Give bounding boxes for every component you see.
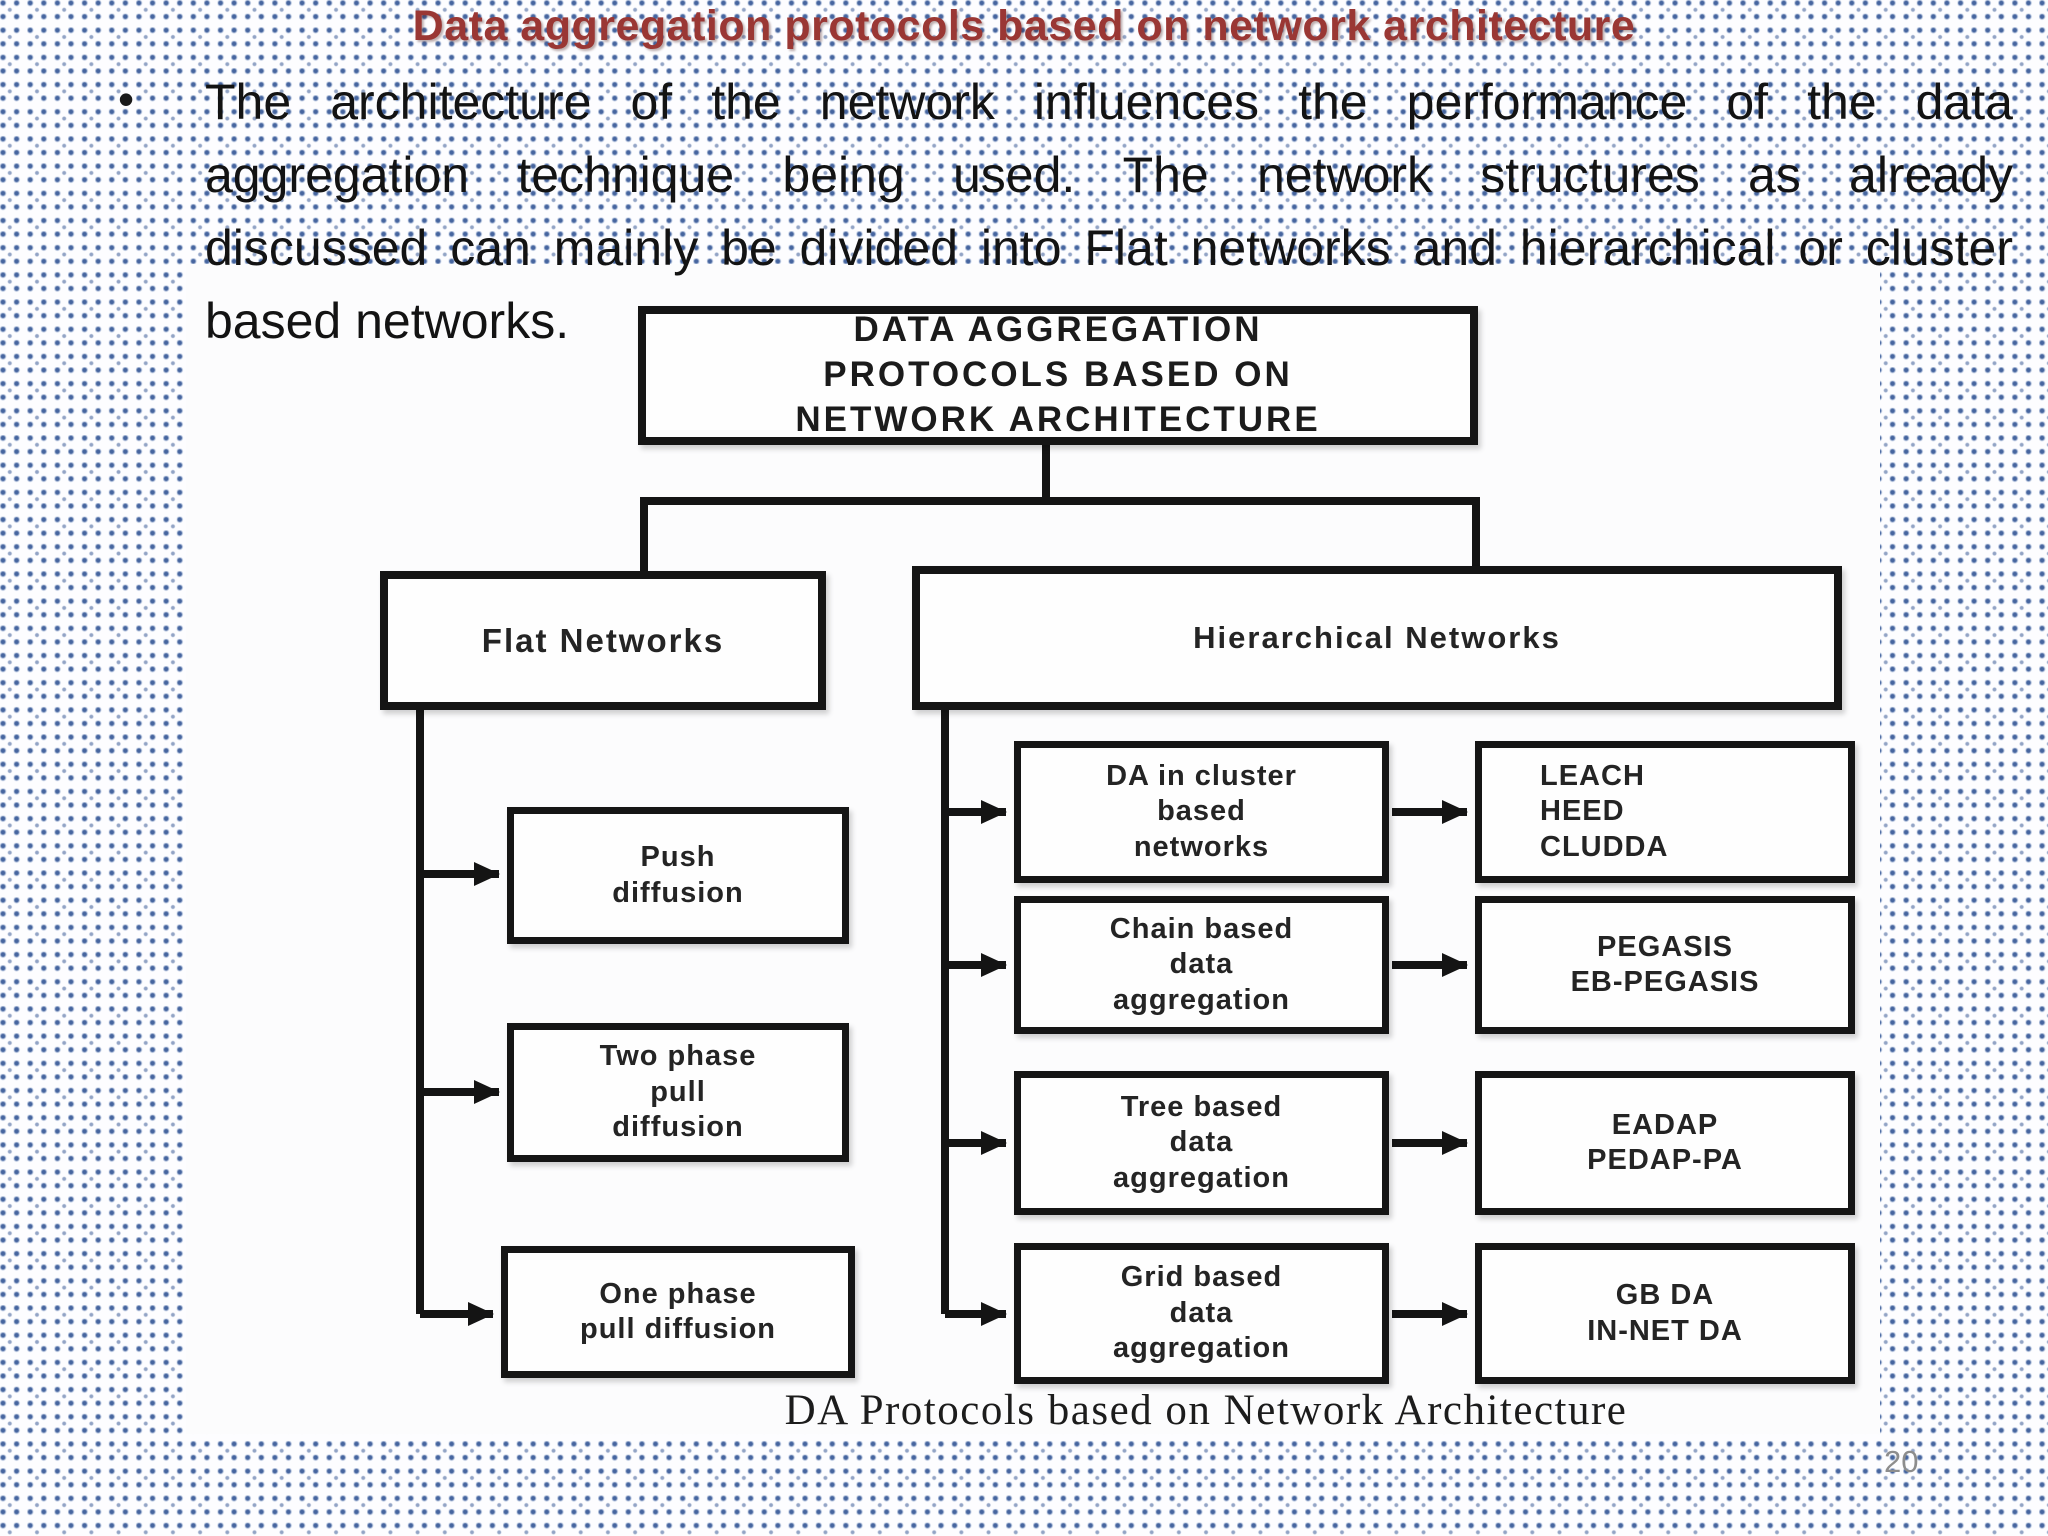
one-phase-pull-diffusion-box: One phase pull diffusion bbox=[501, 1246, 855, 1378]
pegasis-box: PEGASIS EB-PEGASIS bbox=[1475, 896, 1855, 1034]
hierarchical-networks-box: Hierarchical Networks bbox=[912, 566, 1842, 710]
root-box: DATA AGGREGATION PROTOCOLS BASED ON NETW… bbox=[638, 306, 1478, 445]
gbda-innet-box: GB DA IN-NET DA bbox=[1475, 1243, 1855, 1384]
diagram-caption: DA Protocols based on Network Architectu… bbox=[784, 1387, 1628, 1434]
two-phase-pull-diffusion-box: Two phase pull diffusion bbox=[507, 1023, 849, 1162]
body-line: discussed can mainly be divided into Fla… bbox=[205, 220, 2013, 276]
diagram-connector-lines bbox=[416, 445, 1480, 1326]
da-cluster-based-networks-box: DA in cluster based networks bbox=[1014, 741, 1389, 883]
diagram-image-area: DATA AGGREGATION PROTOCOLS BASED ON NETW… bbox=[186, 264, 1880, 1434]
tree-based-data-aggregation-box: Tree based data aggregation bbox=[1014, 1071, 1389, 1215]
body-line: The architecture of the network influenc… bbox=[205, 74, 2013, 130]
leach-heed-cludda-box: LEACH HEED CLUDDA bbox=[1475, 741, 1855, 883]
slide-body-paragraph: The architecture of the network influenc… bbox=[205, 66, 2013, 358]
eadap-pedap-box: EADAP PEDAP-PA bbox=[1475, 1071, 1855, 1215]
chain-based-data-aggregation-box: Chain based data aggregation bbox=[1014, 896, 1389, 1034]
body-line: based networks. bbox=[205, 293, 570, 349]
bullet-marker: • bbox=[118, 73, 135, 125]
push-diffusion-box: Push diffusion bbox=[507, 807, 849, 944]
grid-based-data-aggregation-box: Grid based data aggregation bbox=[1014, 1243, 1389, 1384]
slide-title: Data aggregation protocols based on netw… bbox=[412, 2, 1636, 50]
body-line: aggregation technique being used. The ne… bbox=[205, 147, 2013, 203]
flat-networks-box: Flat Networks bbox=[380, 571, 826, 710]
page-number: 20 bbox=[1884, 1444, 1919, 1479]
